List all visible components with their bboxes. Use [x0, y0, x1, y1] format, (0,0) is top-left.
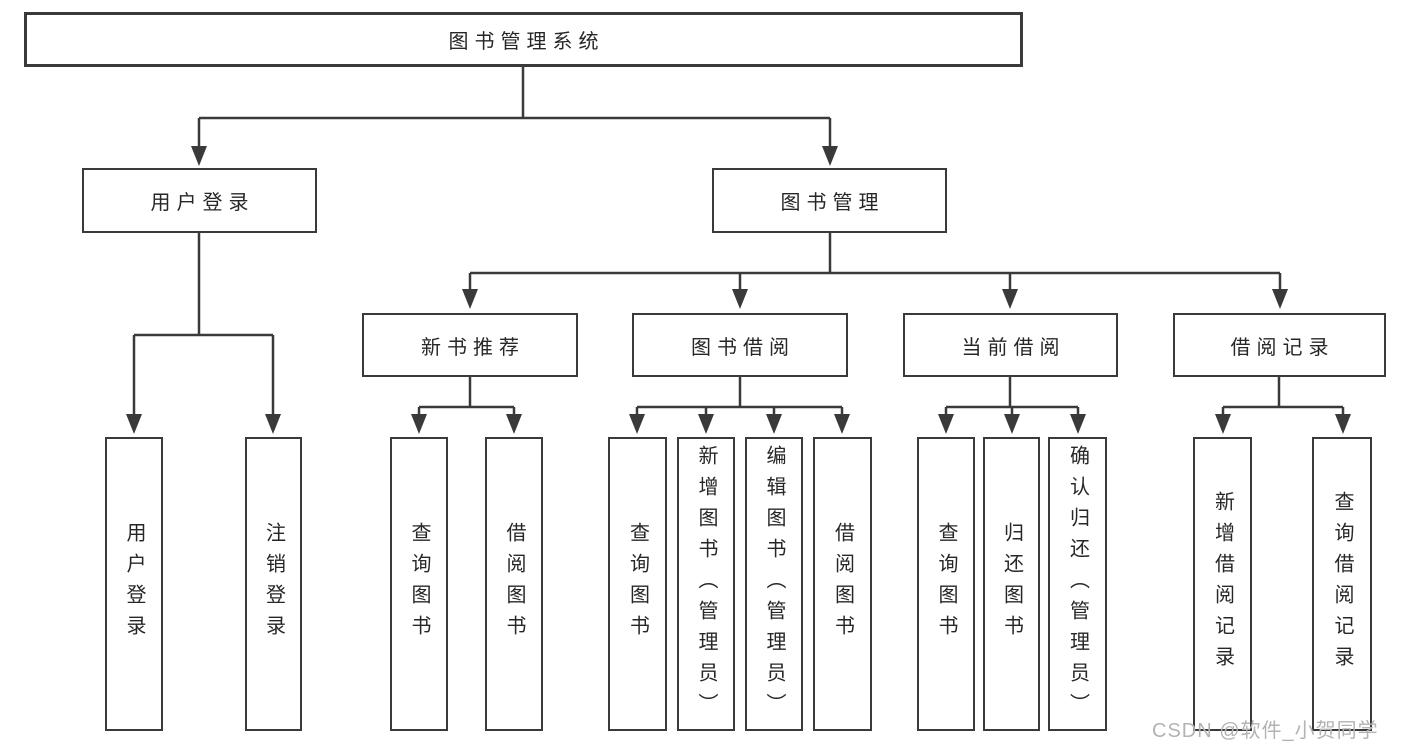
arrow-icon	[766, 414, 782, 434]
arrow-icon	[1002, 289, 1018, 309]
arrow-icon	[834, 414, 850, 434]
node-label: 注销登录	[262, 522, 285, 646]
arrow-icon	[462, 289, 478, 309]
node-root-system: 图书管理系统	[24, 12, 1023, 67]
node-borrow-records: 借阅记录	[1173, 313, 1386, 377]
node-new-book-recommend: 新书推荐	[362, 313, 578, 377]
arrow-icon	[1004, 414, 1020, 434]
node-label: 图书借阅	[691, 336, 795, 359]
csdn-watermark: CSDN @软件_小贺同学	[1152, 720, 1379, 742]
arrow-icon	[1070, 414, 1086, 434]
arrow-icon	[629, 414, 645, 434]
leaf-borrow-books: 借阅图书	[813, 437, 872, 731]
node-label: 新增图书（管理员）	[695, 444, 717, 724]
arrow-icon	[506, 414, 522, 434]
arrow-icon	[411, 414, 427, 434]
node-label: 借阅图书	[503, 522, 525, 646]
leaf-query-books-borrow: 查询图书	[608, 437, 667, 731]
arrow-icon	[1215, 414, 1231, 434]
node-label: 借阅记录	[1230, 336, 1335, 359]
leaf-borrow-books-recommend: 借阅图书	[485, 437, 543, 731]
node-label: 图书管理	[780, 192, 885, 214]
arrow-icon	[822, 146, 838, 166]
arrow-icon	[1335, 414, 1351, 434]
leaf-edit-book-admin: 编辑图书（管理员）	[745, 437, 803, 731]
arrow-icon	[732, 289, 748, 309]
node-label: 借阅图书	[831, 522, 854, 646]
node-book-management: 图书管理	[712, 168, 947, 233]
arrow-icon	[1272, 289, 1288, 309]
arrow-icon	[191, 146, 207, 166]
node-label: 编辑图书（管理员）	[763, 444, 785, 724]
leaf-query-books-current: 查询图书	[917, 437, 975, 731]
leaf-return-books: 归还图书	[983, 437, 1040, 731]
node-label: 图书管理系统	[448, 31, 605, 53]
connector-path	[132, 67, 1345, 416]
node-label: 查询借阅记录	[1331, 491, 1353, 677]
node-current-borrowing: 当前借阅	[903, 313, 1118, 377]
arrow-icon	[938, 414, 954, 434]
node-label: 查询图书	[626, 522, 649, 646]
node-book-borrowing: 图书借阅	[632, 313, 848, 377]
leaf-add-borrow-record: 新增借阅记录	[1193, 437, 1252, 731]
leaf-user-login: 用户登录	[105, 437, 163, 731]
node-label: 查询图书	[408, 522, 430, 646]
node-label: 用户登录	[123, 522, 145, 646]
node-label: 用户登录	[150, 192, 255, 214]
node-label: 归还图书	[1000, 522, 1023, 646]
leaf-query-borrow-record: 查询借阅记录	[1312, 437, 1372, 731]
node-label: 新书推荐	[421, 336, 525, 359]
node-label: 查询图书	[935, 522, 957, 646]
leaf-logout: 注销登录	[245, 437, 302, 731]
node-label: 当前借阅	[961, 336, 1066, 359]
node-label: 确认归还（管理员）	[1066, 444, 1089, 724]
leaf-add-book-admin: 新增图书（管理员）	[677, 437, 735, 731]
arrow-icon	[698, 414, 714, 434]
arrowheads	[126, 146, 1351, 434]
arrow-icon	[126, 414, 142, 434]
leaf-confirm-return-admin: 确认归还（管理员）	[1048, 437, 1107, 731]
leaf-query-books-recommend: 查询图书	[390, 437, 448, 731]
node-user-login: 用户登录	[82, 168, 317, 233]
node-label: 新增借阅记录	[1211, 491, 1234, 677]
arrow-icon	[265, 414, 281, 434]
